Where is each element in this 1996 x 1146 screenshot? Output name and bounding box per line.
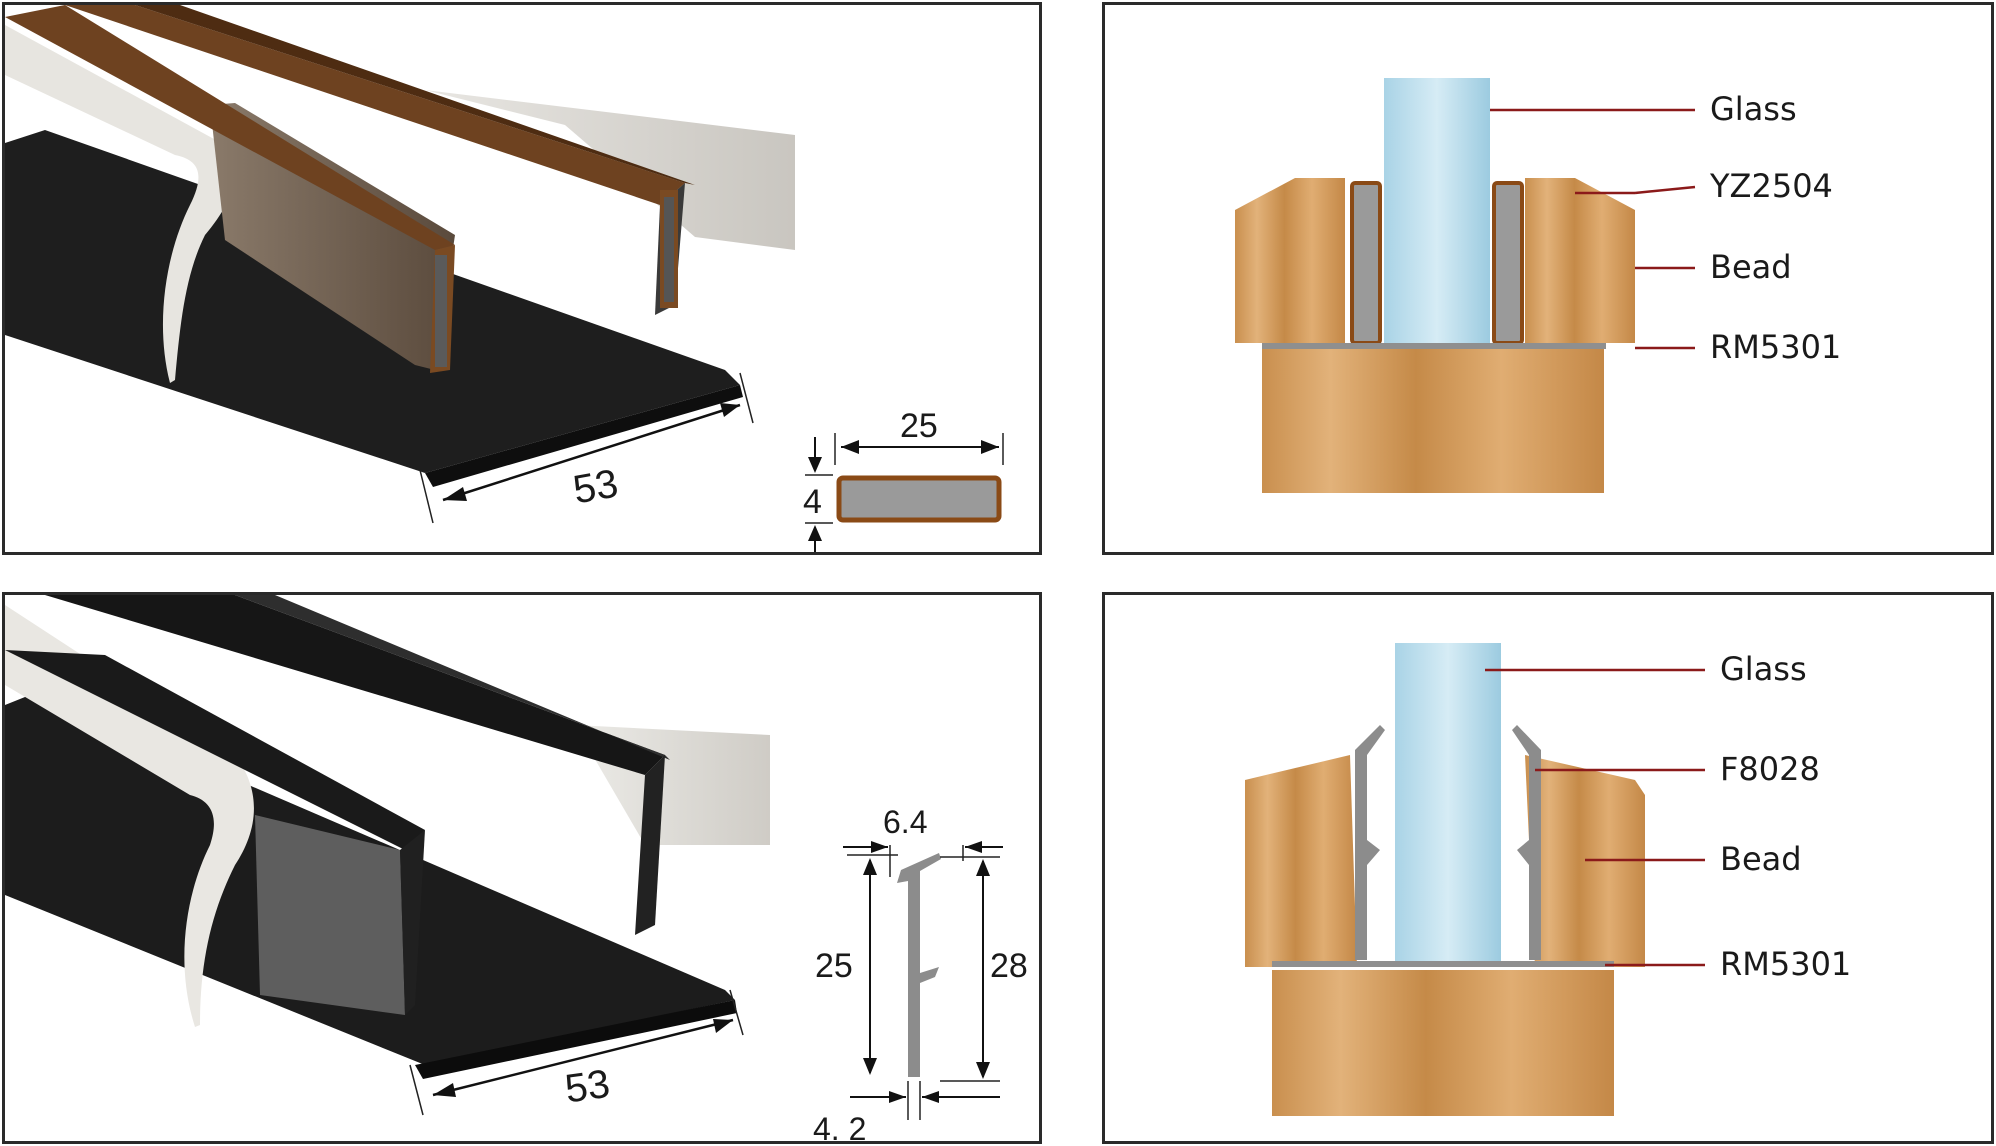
yz2504-product-illustration: 53 25 4 xyxy=(5,5,1004,552)
rm5301-strip xyxy=(1272,961,1614,967)
label-bead: Bead xyxy=(1720,840,1802,878)
label-f8028: F8028 xyxy=(1720,750,1820,788)
release-tape-front xyxy=(5,605,254,1027)
f8028-profile-right xyxy=(1512,725,1541,960)
bead-right xyxy=(1525,178,1635,343)
length-dim-label: 53 xyxy=(562,1062,612,1112)
yz2504-cross-section xyxy=(836,475,1002,523)
adhesive-foam-face xyxy=(255,815,405,1015)
top-width-dim-label: 6.4 xyxy=(883,804,927,840)
f8028-profile-left xyxy=(1355,725,1385,960)
frame-base xyxy=(1262,348,1604,493)
label-glass: Glass xyxy=(1710,90,1797,128)
bead-left xyxy=(1245,755,1357,967)
label-bead: Bead xyxy=(1710,248,1792,286)
label-yz2504: YZ2504 xyxy=(1709,167,1833,205)
f8028-cross-section xyxy=(897,853,941,1077)
f8028-section-panel: Glass F8028 Bead RM5301 xyxy=(1102,592,1994,1144)
yz2504-section-illustration: Glass YZ2504 Bead RM5301 xyxy=(1235,78,1841,493)
release-tape-back xyxy=(425,90,795,250)
brown-strip-back xyxy=(65,5,685,205)
black-profile-back xyxy=(45,595,665,775)
length-dim-line xyxy=(432,1018,734,1097)
black-profile-front xyxy=(5,650,425,850)
yz2504-product-panel: 53 25 4 xyxy=(2,2,1042,555)
woodgrain-strip-front xyxy=(210,103,455,370)
f8028-product-illustration: 53 6.4 xyxy=(5,595,1028,1144)
yz2504-strip-left xyxy=(1350,181,1382,345)
label-rm5301: RM5301 xyxy=(1710,328,1841,366)
base-width-dim-label: 4. 2 xyxy=(813,1111,866,1144)
frame-base xyxy=(1272,970,1614,1116)
height-dim-right-label: 28 xyxy=(990,947,1028,985)
f8028-section-illustration: Glass F8028 Bead RM5301 xyxy=(1245,643,1851,1116)
thickness-dim-label: 4 xyxy=(803,483,822,521)
yz2504-section-panel: Glass YZ2504 Bead RM5301 xyxy=(1102,2,1994,555)
height-dim-left-label: 25 xyxy=(815,947,853,985)
bead-left xyxy=(1235,178,1345,343)
width-dim-label: 25 xyxy=(900,407,938,445)
length-dim-label: 53 xyxy=(570,461,621,512)
yz2504-strip-right xyxy=(1492,181,1524,345)
f8028-product-panel: 53 6.4 xyxy=(2,592,1042,1144)
label-rm5301: RM5301 xyxy=(1720,945,1851,983)
length-dim-line xyxy=(442,403,741,502)
release-tape-front xyxy=(5,25,235,383)
glass-pane xyxy=(1384,78,1490,346)
label-glass: Glass xyxy=(1720,650,1807,688)
glass-pane xyxy=(1395,643,1501,961)
rm5301-strip xyxy=(1262,343,1606,349)
